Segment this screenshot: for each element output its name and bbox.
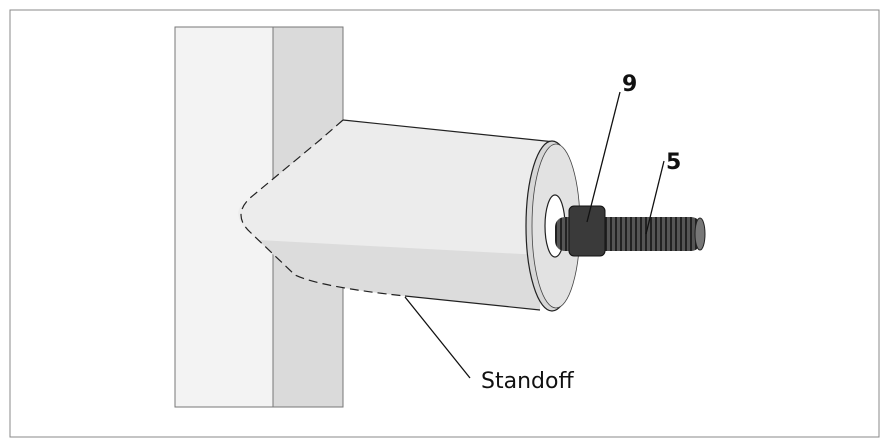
label-part-5: 5 xyxy=(666,150,682,175)
leader-9 xyxy=(586,91,621,223)
standoff-lower-shade xyxy=(258,240,540,310)
hidden-outline xyxy=(240,119,406,297)
label-standoff: Standoff xyxy=(481,369,574,394)
standoff-bottom-edge xyxy=(404,295,541,311)
frame xyxy=(9,9,880,438)
leader-standoff xyxy=(404,296,471,379)
nut-9 xyxy=(568,205,606,257)
bolt-tip xyxy=(694,217,706,251)
label-part-9: 9 xyxy=(622,72,638,97)
leader-5 xyxy=(645,160,665,235)
standoff-top-edge xyxy=(342,119,556,143)
